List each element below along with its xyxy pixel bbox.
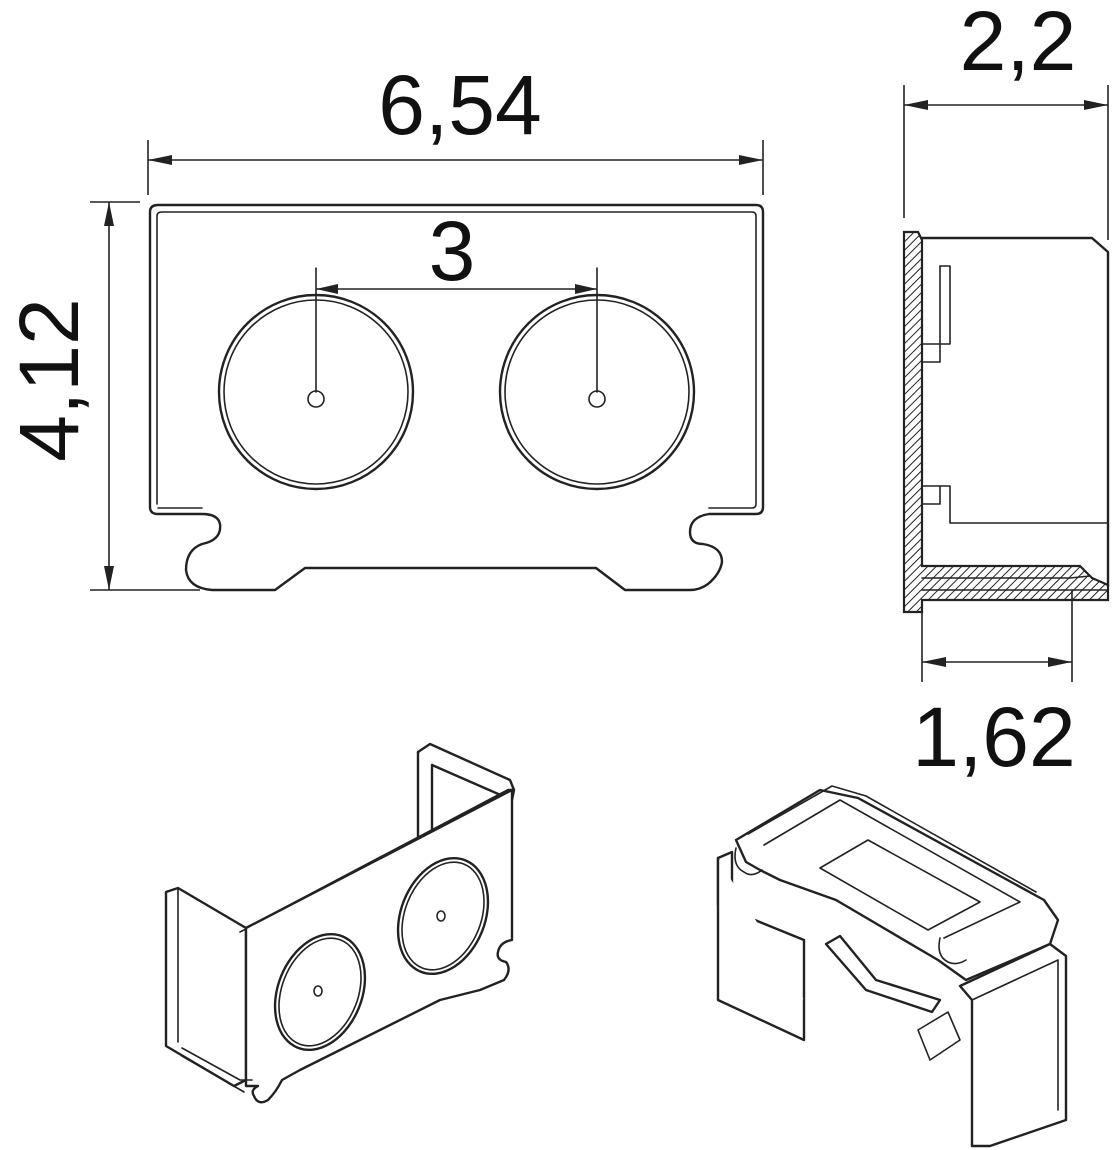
- isometric-view-clip: [716, 785, 1068, 1148]
- width-label: 6,54: [378, 58, 542, 152]
- right-hole: [498, 267, 696, 491]
- isometric-view-plate: [164, 742, 516, 1104]
- height-label: 4,12: [2, 298, 96, 462]
- inner-depth-dimension: 1,62: [912, 590, 1076, 784]
- hole-spacing-label: 3: [429, 204, 476, 298]
- front-plate-outline: [148, 203, 765, 592]
- depth-label: 2,2: [960, 0, 1077, 88]
- width-dimension: 6,54: [147, 58, 764, 195]
- iso-plate-face: [244, 788, 514, 1104]
- side-view: 2,2 1,62: [902, 0, 1110, 784]
- side-plate-section: [902, 230, 1110, 614]
- clip-top: [734, 788, 1060, 982]
- hole-spacing-dimension: 3: [316, 204, 597, 298]
- depth-dimension: 2,2: [903, 0, 1109, 240]
- front-view: 6,54 3 4,12: [2, 58, 765, 592]
- inner-depth-label: 1,62: [912, 690, 1076, 784]
- left-hole: [217, 267, 415, 491]
- height-dimension: 4,12: [2, 201, 200, 591]
